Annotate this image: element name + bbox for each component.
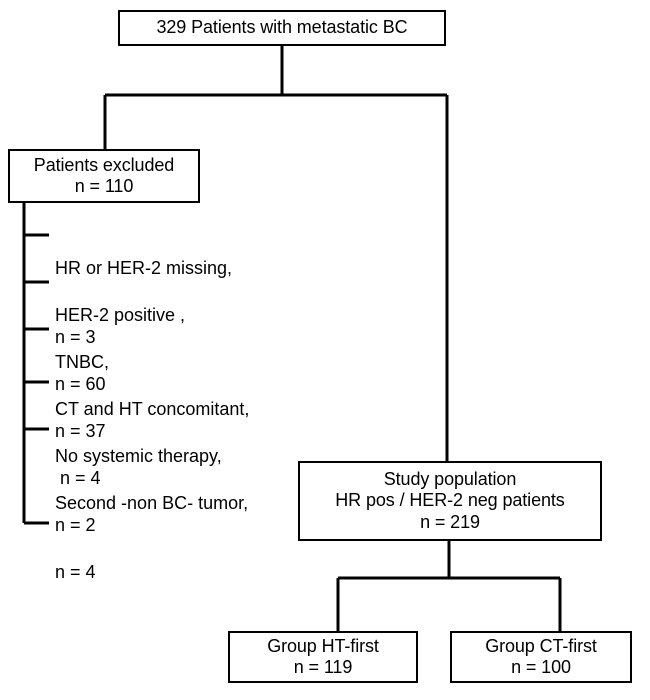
node-patients-excluded-title: Patients excluded	[33, 154, 175, 175]
node-group-ct-first-count: n = 100	[511, 657, 571, 677]
node-group-ht-first-title: Group HT-first	[267, 635, 379, 656]
exclusion-reason-item: TNBC, n = 37	[55, 305, 355, 441]
exclusion-reason-label: HER-2 positive ,	[55, 305, 186, 325]
node-group-ct-first: Group CT-first n = 100	[450, 631, 632, 683]
node-patients-excluded: Patients excluded n = 110	[8, 149, 200, 203]
node-group-ct-first-title: Group CT-first	[485, 635, 597, 656]
exclusion-reason-count: n = 4	[55, 468, 101, 488]
node-study-population-count: n = 219	[420, 511, 480, 532]
node-study-population-title: Study population	[383, 469, 517, 490]
exclusion-reason-count: n = 3	[55, 327, 96, 347]
exclusion-reason-list: HR or HER-2 missing, n = 3 HER-2 positiv…	[55, 211, 355, 582]
exclusion-reason-label: TNBC,	[55, 352, 109, 372]
exclusion-reason-item: No systemic therapy, n = 2	[55, 399, 355, 535]
exclusion-reason-item: HR or HER-2 missing, n = 3	[55, 211, 355, 347]
exclusion-reason-item: HER-2 positive , n = 60	[55, 258, 355, 394]
node-study-population: Study population HR pos / HER-2 neg pati…	[298, 461, 602, 541]
node-study-population-subtitle: HR pos / HER-2 neg patients	[335, 490, 565, 511]
node-total-patients-line: 329 Patients with metastatic BC	[156, 17, 408, 38]
exclusion-reason-item: CT and HT concomitant, n = 4	[55, 352, 355, 488]
node-group-ht-first: Group HT-first n = 119	[228, 631, 418, 683]
exclusion-reason-label: HR or HER-2 missing,	[55, 258, 233, 278]
node-patients-excluded-count: n = 110	[74, 176, 134, 196]
node-group-ht-first-count: n = 119	[293, 657, 353, 677]
exclusion-reason-count: n = 4	[55, 562, 96, 582]
exclusion-reason-item: Second -non BC- tumor, n = 4	[55, 446, 355, 582]
exclusion-reason-label: No systemic therapy,	[55, 446, 222, 466]
exclusion-reason-count: n = 60	[55, 374, 106, 394]
exclusion-reason-count: n = 37	[55, 421, 106, 441]
exclusion-reason-count: n = 2	[55, 515, 96, 535]
exclusion-reason-label: Second -non BC- tumor,	[55, 493, 249, 513]
exclusion-reason-label: CT and HT concomitant,	[55, 399, 250, 419]
node-total-patients: 329 Patients with metastatic BC	[118, 10, 446, 46]
